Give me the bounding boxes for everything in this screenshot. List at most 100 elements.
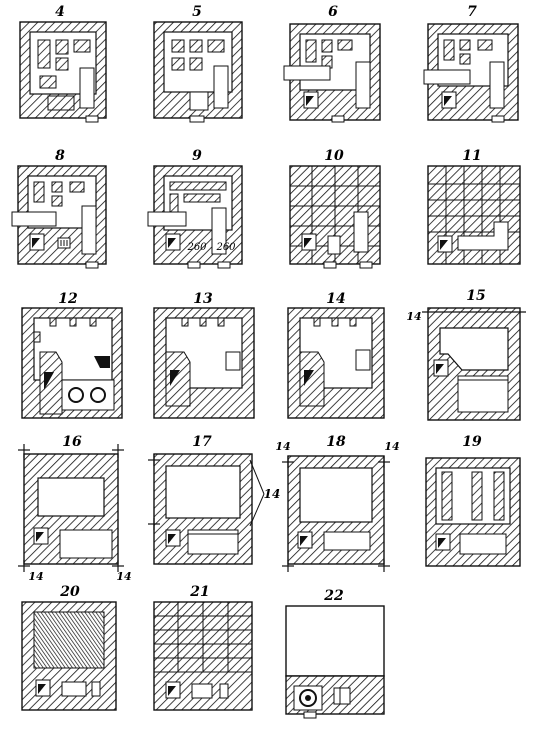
inner-chamber [165,465,241,519]
flue-column [441,471,453,521]
cleanout-door [85,115,99,123]
brick-block [477,39,493,51]
dense-brick-field [33,611,105,669]
ash-chamber [61,681,87,697]
partition-corner [94,356,110,368]
channel [355,61,371,109]
channel [327,235,341,255]
channel [79,67,95,109]
channel [91,681,101,697]
brick-block [69,181,85,193]
brick-block [331,317,339,327]
grate-plate [283,65,331,81]
brick-block [55,39,69,55]
channel [213,65,229,109]
brick-block [49,317,57,327]
grate-plate [423,69,471,85]
panel-number: 6 [328,4,338,20]
ash-chamber [191,683,213,699]
corner-label: 14 [116,570,131,583]
brick-block [199,317,207,327]
brick-block [47,95,75,111]
channel [81,205,97,255]
panel-8: 8 [11,148,107,269]
brick-block [51,195,63,207]
panel-21: 21 [153,584,253,711]
cleanout-door [331,115,345,123]
panel-5: 5 [153,4,243,123]
panel-22: 22 [285,588,385,719]
panel-number: 5 [192,4,202,20]
brick-block [459,39,471,51]
flue-column [471,471,483,521]
panel-number: 14 [326,291,345,307]
burner-center [305,695,311,701]
panel-number: 12 [58,291,78,307]
firebox-corner [300,536,308,546]
panel-number: 21 [189,584,209,600]
panel-18: 18 14 14 [275,434,400,572]
firebox-corner [436,364,444,374]
firebox-corner [306,96,314,106]
brick-block [189,39,203,53]
channel [489,61,505,109]
brick-block [39,75,57,89]
panel-number: 17 [192,434,212,450]
corner-label: 14 [384,440,399,453]
panel-11: 11 [427,148,521,265]
firebox-corner [304,238,312,248]
burner-ring [68,387,84,403]
callout-label: 14 [264,487,281,501]
cleanout-door [491,115,505,123]
brick-block [305,39,317,63]
inner-chamber [439,327,509,371]
brick-block [171,39,185,53]
panel-12: 12 [21,291,123,419]
grate-plate [147,211,187,227]
cleanout-door [85,261,99,269]
brick-block [349,317,357,327]
firebox-corner [168,534,176,544]
flue-column [493,471,505,521]
partition [39,351,63,415]
panel-19: 19 [425,434,521,567]
firebox-corner [304,370,314,386]
inner-chamber [299,467,373,523]
brick-block [55,57,69,71]
brick-block [313,317,321,327]
brick-block [51,181,63,193]
channel [355,349,371,371]
stove-top-outline [285,605,385,677]
brick-block [459,53,471,65]
ash-chamber [59,529,113,559]
brick-block [189,57,203,71]
panel-number: 20 [59,584,80,600]
ash-chamber [459,533,507,555]
brick-block [169,181,227,191]
brick-block [37,39,51,69]
panel-6: 6 [283,4,381,123]
inner-chamber [37,477,105,517]
firebox-corner [444,96,452,106]
partition [165,351,191,407]
firebox-corner [38,684,46,694]
panel-10: 10 [289,148,381,269]
cleanout-door [217,261,231,269]
panel-16: 16 14 14 [18,434,132,583]
firebox-corner [32,238,40,248]
channel [225,351,241,371]
panel-number: 19 [462,434,482,450]
cleanout-door [303,711,317,719]
brick-block [171,57,185,71]
brick-joints [154,602,252,673]
panel-number: 15 [466,288,485,304]
brick-block [337,39,353,51]
firebox-channel [457,221,509,251]
firebox-corner [438,538,446,548]
firebox-corner [44,372,54,390]
grate-plate [11,211,57,227]
firebox-corner [168,238,176,248]
side-label: 14 [406,310,421,323]
brick-block [183,193,221,203]
channel [211,207,227,255]
